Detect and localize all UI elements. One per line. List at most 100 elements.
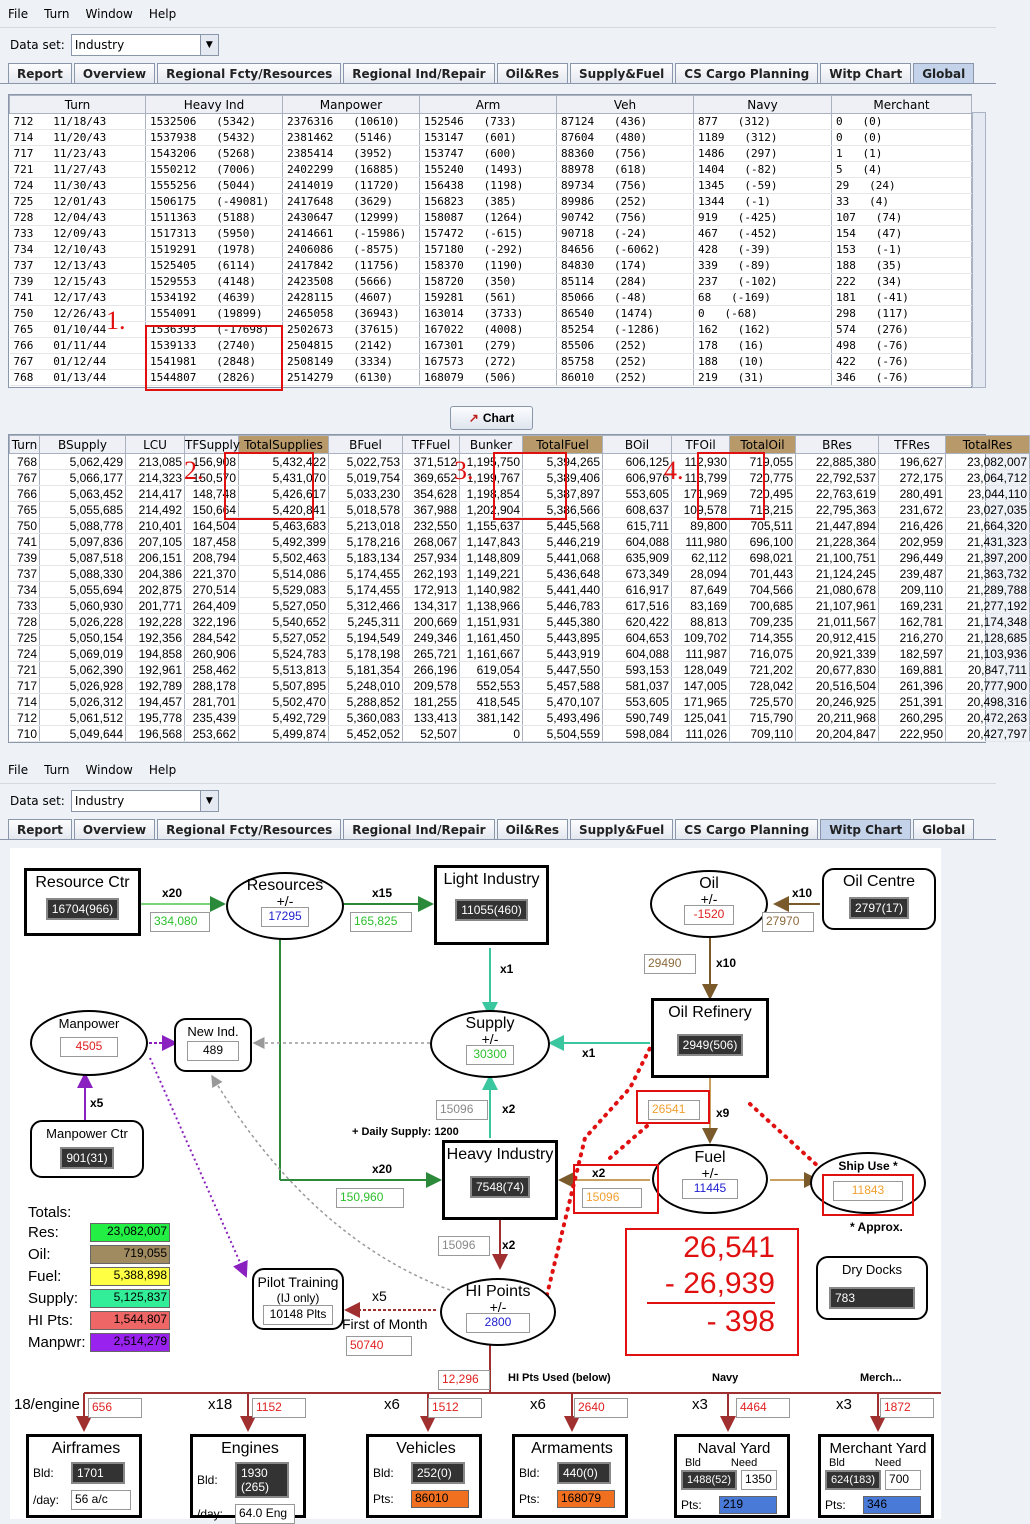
bottom-mult: 18/engine [14,1396,80,1413]
tab-regional-fcty[interactable]: Regional Fcty/Resources [157,819,342,839]
col-header[interactable]: TotalRes [945,435,1030,454]
dataset-select[interactable]: Industry▼ [70,34,219,56]
tab-cs-cargo[interactable]: CS Cargo Planning [675,819,819,839]
col-header[interactable]: Heavy Ind [145,95,283,114]
dataset-select[interactable]: Industry▼ [70,790,219,812]
col-header[interactable]: TotalFuel [522,435,603,454]
chart-button[interactable]: ↗Chart [450,406,533,430]
tab-regional-ind[interactable]: Regional Ind/Repair [343,63,495,83]
tab-global[interactable]: Global [913,63,975,83]
table-cell: 709,110 [729,725,796,742]
col-header[interactable]: TFSupply [184,435,240,454]
col-header[interactable]: Arm [419,95,557,114]
col-header[interactable]: TotalOil [729,435,796,454]
col-header[interactable]: Bunker [459,435,523,454]
menu-turn[interactable]: Turn [44,6,70,21]
col-header[interactable]: Navy [693,95,832,114]
table-scrollbar[interactable] [972,112,986,388]
table-cell: 288,178 [184,677,239,694]
tab-report[interactable]: Report [8,819,72,839]
col-header[interactable]: TFFuel [402,435,460,454]
menu-window[interactable]: Window [85,762,133,777]
table-cell: 739 12/15/43 [9,273,146,290]
col-header[interactable]: Manpower [282,95,420,114]
resources-title: Resources [246,877,324,894]
tab-report[interactable]: Report [8,63,72,83]
col-header[interactable]: TFOil [671,435,730,454]
menu-help[interactable]: Help [148,6,177,21]
chevron-down-icon[interactable]: ▼ [199,35,218,55]
chevron-down-icon[interactable]: ▼ [199,791,218,811]
table-cell: 701,443 [729,565,796,582]
table-cell: 158370 (1190) [419,257,557,274]
tab-global[interactable]: Global [913,819,975,839]
col-header[interactable]: BFuel [328,435,403,454]
tab-regional-ind[interactable]: Regional Ind/Repair [343,819,495,839]
menu-file[interactable]: File [8,6,29,21]
col-header[interactable]: BRes [795,435,879,454]
menu-window[interactable]: Window [85,6,133,21]
tab-overview[interactable]: Overview [73,63,156,83]
menu-help[interactable]: Help [148,762,177,777]
col-header[interactable]: BSupply [39,435,126,454]
totals-value: 1,544,807 [90,1310,170,1330]
tab-supply-fuel[interactable]: Supply&Fuel [570,63,674,83]
tab-witp-chart[interactable]: Witp Chart [820,63,912,83]
tab-witp-chart[interactable]: Witp Chart [820,819,912,839]
col-header[interactable]: TotalSupplies [238,435,329,454]
menu-turn[interactable]: Turn [44,762,70,777]
table-cell: 5,088,330 [39,565,126,582]
tab-cs-cargo[interactable]: CS Cargo Planning [675,63,819,83]
col-header[interactable]: Turn [9,435,40,454]
tab-overview[interactable]: Overview [73,819,156,839]
col-header[interactable]: TFRes [878,435,946,454]
col-header[interactable]: Merchant [831,95,972,114]
table-cell: 2417842 (11756) [282,257,420,274]
table-cell: 5,499,874 [238,725,329,742]
table-cell: 2402299 (16885) [282,161,420,178]
tab-oil-res[interactable]: Oil&Res [496,819,569,839]
tab-regional-fcty[interactable]: Regional Fcty/Resources [157,63,342,83]
tab-oil-res[interactable]: Oil&Res [496,63,569,83]
menu-file[interactable]: File [8,762,29,777]
col-header[interactable]: Turn [9,95,146,114]
col-header[interactable]: BOil [602,435,672,454]
tab-supply-fuel[interactable]: Supply&Fuel [570,819,674,839]
col-header[interactable]: LCU [125,435,185,454]
col-header[interactable]: Veh [556,95,694,114]
manpower-ctr-title: Manpower Ctr [46,1126,128,1141]
